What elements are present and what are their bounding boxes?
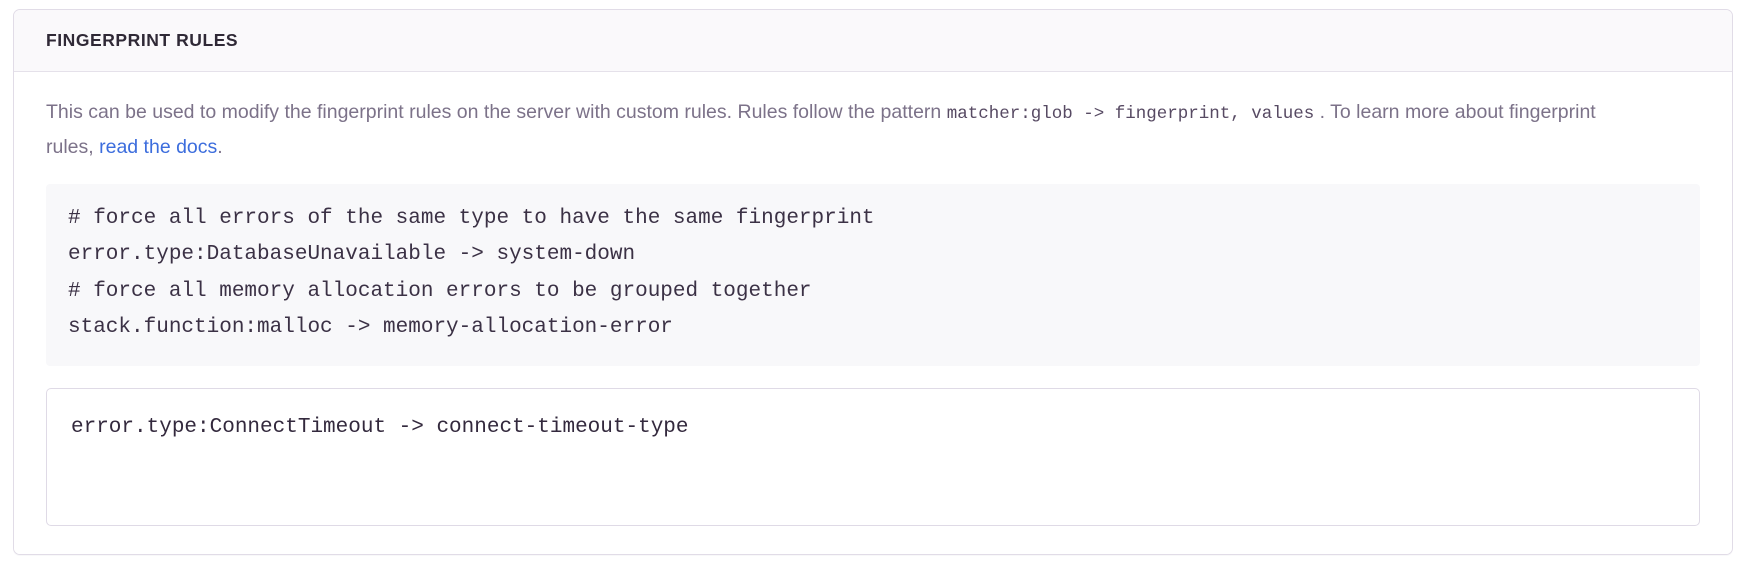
description-text-lead: This can be used to modify the fingerpri… — [46, 100, 947, 123]
fingerprint-rules-textarea[interactable] — [46, 387, 1700, 526]
panel-header: FINGERPRINT RULES — [14, 10, 1732, 72]
fingerprint-rules-panel: FINGERPRINT RULES This can be used to mo… — [13, 9, 1733, 555]
example-rule-line: error.type:DatabaseUnavailable -> system… — [68, 243, 636, 266]
read-the-docs-link[interactable]: read the docs — [99, 135, 218, 158]
example-rule-line: stack.function:malloc -> memory-allocati… — [68, 316, 673, 339]
example-rule-line: # force all errors of the same type to h… — [68, 206, 875, 230]
description-text-middle: . To learn more about fingerprint rules, — [46, 100, 1596, 158]
panel-body: This can be used to modify the fingerpri… — [14, 71, 1732, 554]
panel-description: This can be used to modify the fingerpri… — [46, 96, 1646, 164]
page-title: FINGERPRINT RULES — [46, 30, 239, 50]
example-rule-line: # force all memory allocation errors to … — [68, 279, 812, 303]
inline-code-pattern: matcher:glob -> fingerprint, values — [946, 103, 1315, 124]
example-rules-block: # force all errors of the same type to h… — [46, 183, 1700, 366]
description-text-trailing: . — [217, 135, 223, 158]
